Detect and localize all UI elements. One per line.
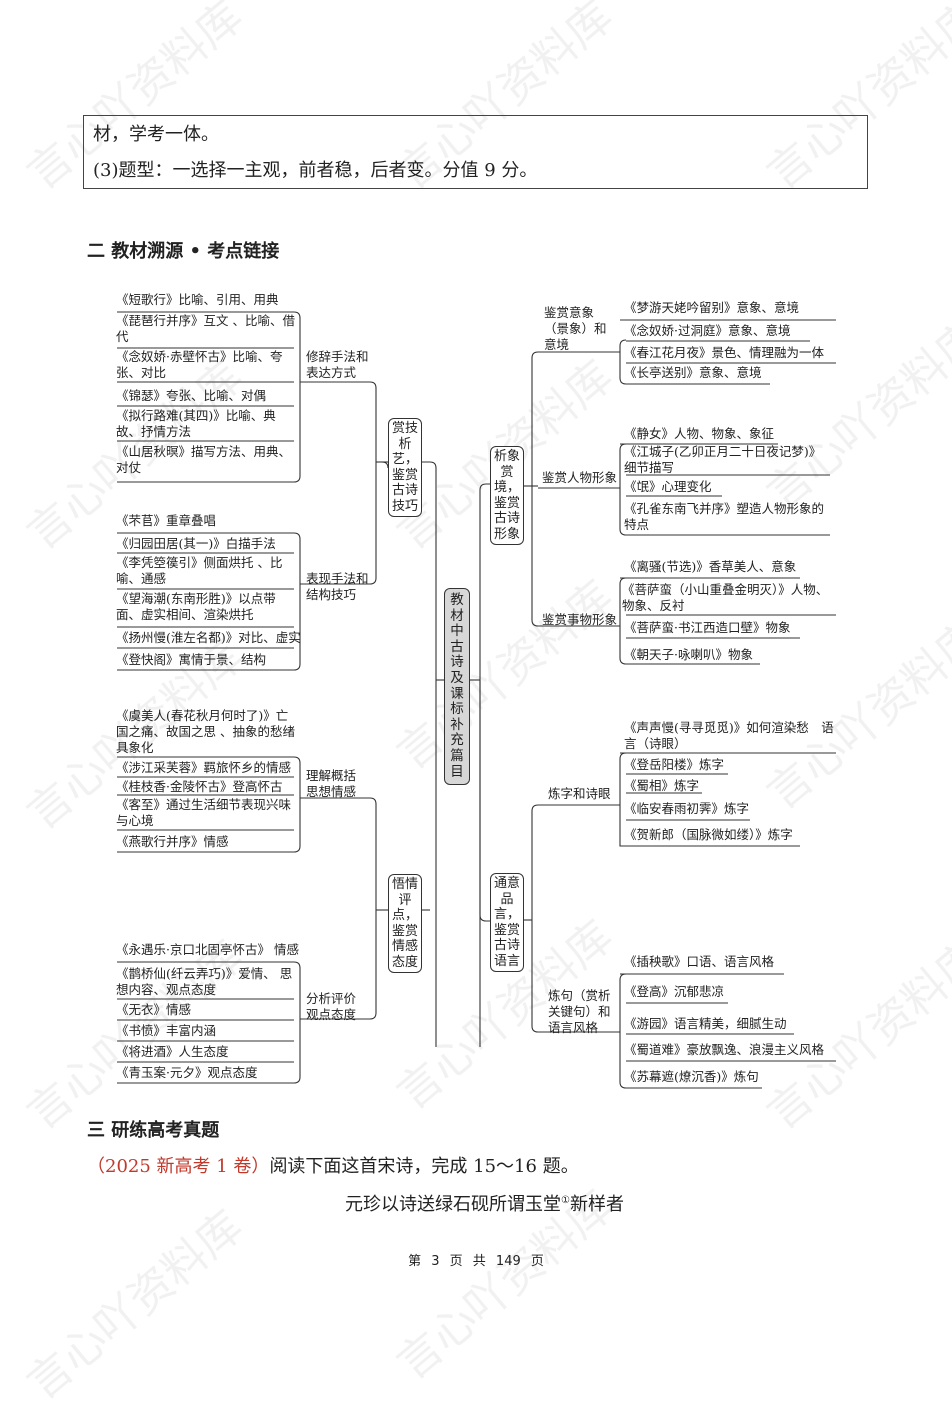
list-item: 《游园》语言精美，细腻生动	[624, 1016, 787, 1031]
poem-title: 元珍以诗送绿石砚所谓玉堂①新样者	[345, 1190, 624, 1216]
list-item: 《氓》心理变化	[624, 479, 712, 494]
list-item: 《孔雀东南飞并序》塑造人物形象的特点	[624, 501, 825, 532]
list-item: 《长亭送别》意象、意境	[624, 365, 762, 380]
list-item: 《客至》通过生活细节表现兴味与心境	[116, 797, 292, 828]
list-item: 《永遇乐·京口北固亭怀古》 情感	[116, 942, 299, 957]
category-label: 表现手法和结构技巧	[306, 571, 369, 602]
category-label: 鉴赏事物形象	[542, 612, 618, 627]
list-item: 《插秧歌》口语、语言风格	[624, 954, 775, 969]
list-item: 《春江花月夜》景色、情理融为一体	[624, 345, 825, 360]
list-item: 《贺新郎（国脉微如缕）》炼字	[624, 827, 793, 842]
list-item: 《虞美人(春花秋月何时了)》亡国之痛、故国之思 、抽象的愁绪具象化	[116, 708, 295, 755]
list-item: 《菩萨蛮·书江西造口壁》物象	[624, 620, 791, 635]
list-item: 《登快阁》寓情于景、结构	[116, 652, 267, 667]
info-line-2: (3)题型：一选择一主观，前者稳，后者变。分值 9 分。	[93, 160, 538, 181]
category-label: 修辞手法和表达方式	[306, 349, 369, 380]
list-item: 《归园田居(其一)》白描手法	[116, 536, 276, 551]
list-item: 《鹊桥仙(纤云弄巧)》爱情、 思想内容、观点态度	[116, 966, 293, 997]
section-3-heading: 三 研练高考真题	[87, 1120, 220, 1141]
info-box: 材，学考一体。 (3)题型：一选择一主观，前者稳，后者变。分值 9 分。	[83, 115, 868, 189]
list-item: 《将进酒》人生态度	[116, 1044, 229, 1059]
category-label: 炼字和诗眼	[548, 786, 611, 801]
list-item: 《芣苢》重章叠唱	[116, 513, 217, 528]
question-source: （2025 新高考 1 卷）	[87, 1156, 270, 1177]
question-instruction: 阅读下面这首宋诗，完成 15～16 题。	[269, 1156, 579, 1177]
category-label: 分析评价观点态度	[306, 991, 357, 1022]
category-label: 鉴赏意象（景象）和意境	[544, 305, 607, 352]
mind-map: 《短歌行》比喻、引用、用典 《琵琶行并序》互文 、比喻、借代 《念奴娇·赤壁怀古…	[116, 292, 836, 1089]
list-item: 《登高》沉郁悲凉	[624, 984, 725, 999]
list-item: 《梦游天姥吟留别》意象、意境	[624, 300, 800, 315]
list-item: 《短歌行》比喻、引用、用典	[116, 292, 279, 307]
list-item: 《锦瑟》夸张、比喻、对偶	[116, 388, 267, 403]
category-label: 炼句（赏析关键句）和语言风格	[548, 988, 611, 1035]
list-item: 《书愤》丰富内涵	[116, 1023, 217, 1038]
list-item: 《扬州慢(淮左名都)》对比、虚实	[116, 630, 301, 645]
category-label: 鉴赏人物形象	[542, 470, 618, 485]
branch-node: 悟情评点，鉴赏情感态度	[388, 874, 422, 973]
list-item: 《朝天子·咏喇叭》物象	[624, 647, 753, 662]
info-line-1: 材，学考一体。	[93, 124, 219, 145]
list-item: 《琵琶行并序》互文 、比喻、借代	[116, 313, 295, 344]
section-2-heading: 二 教材溯源 • 考点链接	[87, 241, 280, 262]
branch-node: 通意品言，鉴赏古诗语言	[490, 873, 524, 972]
list-item: 《声声慢(寻寻觅觅)》如何渲染愁 语言（诗眼）	[624, 720, 834, 751]
list-item: 《望海潮(东南形胜)》以点带面、虚实相间、渲染烘托	[116, 591, 276, 622]
list-item: 《菩萨蛮（小山重叠金明灭）》人物、物象、反衬	[622, 582, 829, 613]
list-item: 《蜀相》炼字	[624, 778, 700, 793]
category-label: 理解概括思想情感	[306, 768, 357, 799]
list-item: 《念奴娇·赤壁怀古》比喻、夸张、对比	[116, 349, 283, 380]
page-footer: 第 3 页 共 149 页	[408, 1254, 544, 1269]
list-item: 《苏幕遮(燎沉香)》炼句	[624, 1069, 759, 1084]
list-item: 《离骚(节选)》香草美人、意象	[624, 559, 797, 574]
list-item: 《无衣》情感	[116, 1002, 192, 1017]
list-item: 《燕歌行并序》情感	[116, 834, 229, 849]
connector-lines	[117, 311, 836, 1089]
list-item: 《山居秋暝》描写方法、用典、对仗	[116, 444, 292, 475]
list-item: 《念奴娇·过洞庭》意象、意境	[624, 323, 791, 338]
list-item: 《江城子(乙卯正月二十日夜记梦)》细节描写	[624, 444, 822, 475]
list-item: 《蜀道难》豪放飘逸、浪漫主义风格	[624, 1042, 825, 1057]
list-item: 《桂枝香·金陵怀古》登高怀古	[116, 779, 283, 794]
list-item: 《青玉案·元夕》观点态度	[116, 1065, 258, 1080]
list-item: 《拟行路难(其四)》比喻、典故、抒情方法	[116, 408, 276, 439]
poem-title-tail: 新样者	[569, 1194, 624, 1215]
list-item: 《临安春雨初霁》炼字	[624, 801, 750, 816]
branch-node: 赏技析艺，鉴赏古诗技巧	[388, 418, 422, 517]
list-item: 《登岳阳楼》炼字	[624, 757, 725, 772]
footnote-marker[interactable]: ①	[561, 1195, 570, 1206]
list-item: 《静女》人物、物象、象征	[624, 426, 775, 441]
poem-title-text: 元珍以诗送绿石砚所谓玉堂	[345, 1194, 561, 1215]
list-item: 《涉江采芙蓉》羁旅怀乡的情感	[116, 760, 292, 775]
branch-node: 析象赏境，鉴赏古诗形象	[490, 446, 524, 545]
question-intro: （2025 新高考 1 卷）阅读下面这首宋诗，完成 15～16 题。	[87, 1152, 579, 1178]
root-node: 教材中古诗及课标补充篇目	[444, 588, 470, 786]
list-item: 《李凭箜篌引》侧面烘托 、比喻、通感	[116, 555, 283, 586]
